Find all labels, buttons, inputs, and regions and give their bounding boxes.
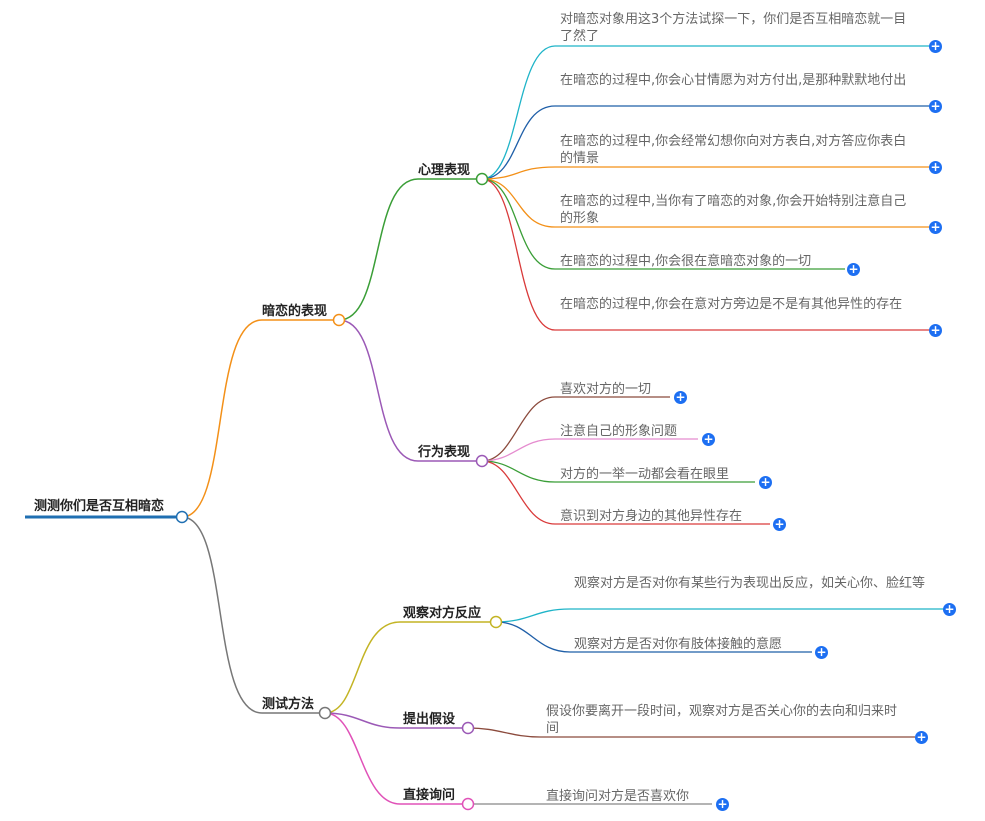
expand-button-observe-2[interactable]: + bbox=[815, 645, 828, 659]
leaf-text-psych-1[interactable]: 对暗恋对象用这3个方法试探一下，你们是否互相暗恋就一目了然了 bbox=[560, 12, 907, 44]
subbranch-label-hypothesis[interactable]: 提出假设 bbox=[403, 712, 456, 727]
expand-button-observe-1[interactable]: + bbox=[943, 602, 956, 616]
leaf-line-behav-3 bbox=[481, 460, 755, 483]
leaf-text-psych-6[interactable]: 在暗恋的过程中,你会在意对方旁边是不是有其他异性的存在 bbox=[560, 297, 903, 312]
node-dot-psychological[interactable] bbox=[475, 172, 489, 186]
connector-behavioral bbox=[338, 319, 482, 462]
expand-button-behav-1[interactable]: + bbox=[674, 390, 687, 404]
leaf-text-psych-2[interactable]: 在暗恋的过程中,你会心甘情愿为对方付出,是那种默默地付出 bbox=[560, 73, 907, 88]
connector-hypothesis bbox=[324, 712, 468, 729]
leaf-line-psych-2 bbox=[481, 105, 932, 180]
leaf-line-psych-3 bbox=[481, 166, 932, 180]
leaf-text-behav-4[interactable]: 意识到对方身边的其他异性存在 bbox=[560, 509, 743, 524]
leaf-line-psych-1 bbox=[481, 45, 932, 180]
leaf-line-psych-6 bbox=[481, 178, 932, 331]
leaf-line-observe-2 bbox=[495, 621, 812, 653]
connector-methods bbox=[181, 516, 325, 714]
expand-button-psych-4[interactable]: + bbox=[929, 220, 942, 234]
branch-label-symptoms[interactable]: 暗恋的表现 bbox=[262, 304, 328, 319]
node-dot-hypothesis[interactable] bbox=[461, 721, 475, 735]
leaf-text-hypothesis-1[interactable]: 假设你要离开一段时间，观察对方是否关心你的去向和归来时间 bbox=[546, 704, 898, 736]
expand-button-behav-2[interactable]: + bbox=[702, 432, 715, 446]
expand-button-psych-6[interactable]: + bbox=[929, 323, 942, 337]
leaf-line-behav-2 bbox=[481, 438, 698, 462]
subbranch-label-psychological[interactable]: 心理表现 bbox=[418, 163, 471, 178]
expand-button-behav-3[interactable]: + bbox=[759, 475, 772, 489]
node-dot-observe[interactable] bbox=[489, 615, 503, 629]
subbranch-label-behavioral[interactable]: 行为表现 bbox=[418, 445, 471, 460]
expand-button-psych-3[interactable]: + bbox=[929, 160, 942, 174]
leaf-line-observe-1 bbox=[495, 608, 946, 623]
subbranch-label-observe[interactable]: 观察对方反应 bbox=[403, 606, 482, 621]
node-dot-symptoms[interactable] bbox=[332, 313, 346, 327]
leaf-line-behav-1 bbox=[481, 396, 670, 462]
connector-ask bbox=[324, 712, 468, 805]
leaf-line-behav-4 bbox=[481, 460, 770, 525]
connector-psychological bbox=[338, 178, 482, 321]
branch-label-methods[interactable]: 测试方法 bbox=[262, 697, 315, 712]
expand-button-behav-4[interactable]: + bbox=[773, 517, 786, 531]
leaf-text-ask-1[interactable]: 直接询问对方是否喜欢你 bbox=[546, 789, 690, 804]
expand-button-psych-2[interactable]: + bbox=[929, 99, 942, 113]
root-label[interactable]: 测测你们是否互相暗恋 bbox=[34, 499, 165, 514]
expand-button-hypothesis-1[interactable]: + bbox=[915, 730, 928, 744]
leaf-text-psych-3[interactable]: 在暗恋的过程中,你会经常幻想你向对方表白,对方答应你表白的情景 bbox=[560, 134, 907, 166]
node-dot-ask[interactable] bbox=[461, 797, 475, 811]
node-dot-root[interactable] bbox=[175, 510, 189, 524]
expand-button-psych-5[interactable]: + bbox=[847, 262, 860, 276]
subbranch-label-ask[interactable]: 直接询问 bbox=[403, 788, 456, 803]
leaf-text-observe-2[interactable]: 观察对方是否对你有肢体接触的意愿 bbox=[574, 637, 783, 652]
expand-button-ask-1[interactable]: + bbox=[716, 797, 729, 811]
connector-symptoms bbox=[181, 319, 339, 518]
leaf-line-psych-4 bbox=[481, 178, 932, 228]
connector-observe bbox=[324, 621, 496, 714]
leaf-text-behav-2[interactable]: 注意自己的形象问题 bbox=[560, 424, 678, 439]
leaf-line-hypothesis-1 bbox=[467, 727, 915, 738]
leaf-text-behav-3[interactable]: 对方的一举一动都会看在眼里 bbox=[560, 467, 730, 482]
node-dot-methods[interactable] bbox=[318, 706, 332, 720]
leaf-line-psych-5 bbox=[481, 178, 845, 270]
leaf-text-psych-4[interactable]: 在暗恋的过程中,当你有了暗恋的对象,你会开始特别注意自己的形象 bbox=[560, 194, 907, 226]
expand-button-psych-1[interactable]: + bbox=[929, 39, 942, 53]
leaf-text-behav-1[interactable]: 喜欢对方的一切 bbox=[560, 382, 652, 397]
leaf-text-observe-1[interactable]: 观察对方是否对你有某些行为表现出反应，如关心你、脸红等 bbox=[574, 576, 926, 591]
leaf-text-psych-5[interactable]: 在暗恋的过程中,你会很在意暗恋对象的一切 bbox=[560, 254, 812, 269]
node-dot-behavioral[interactable] bbox=[475, 454, 489, 468]
